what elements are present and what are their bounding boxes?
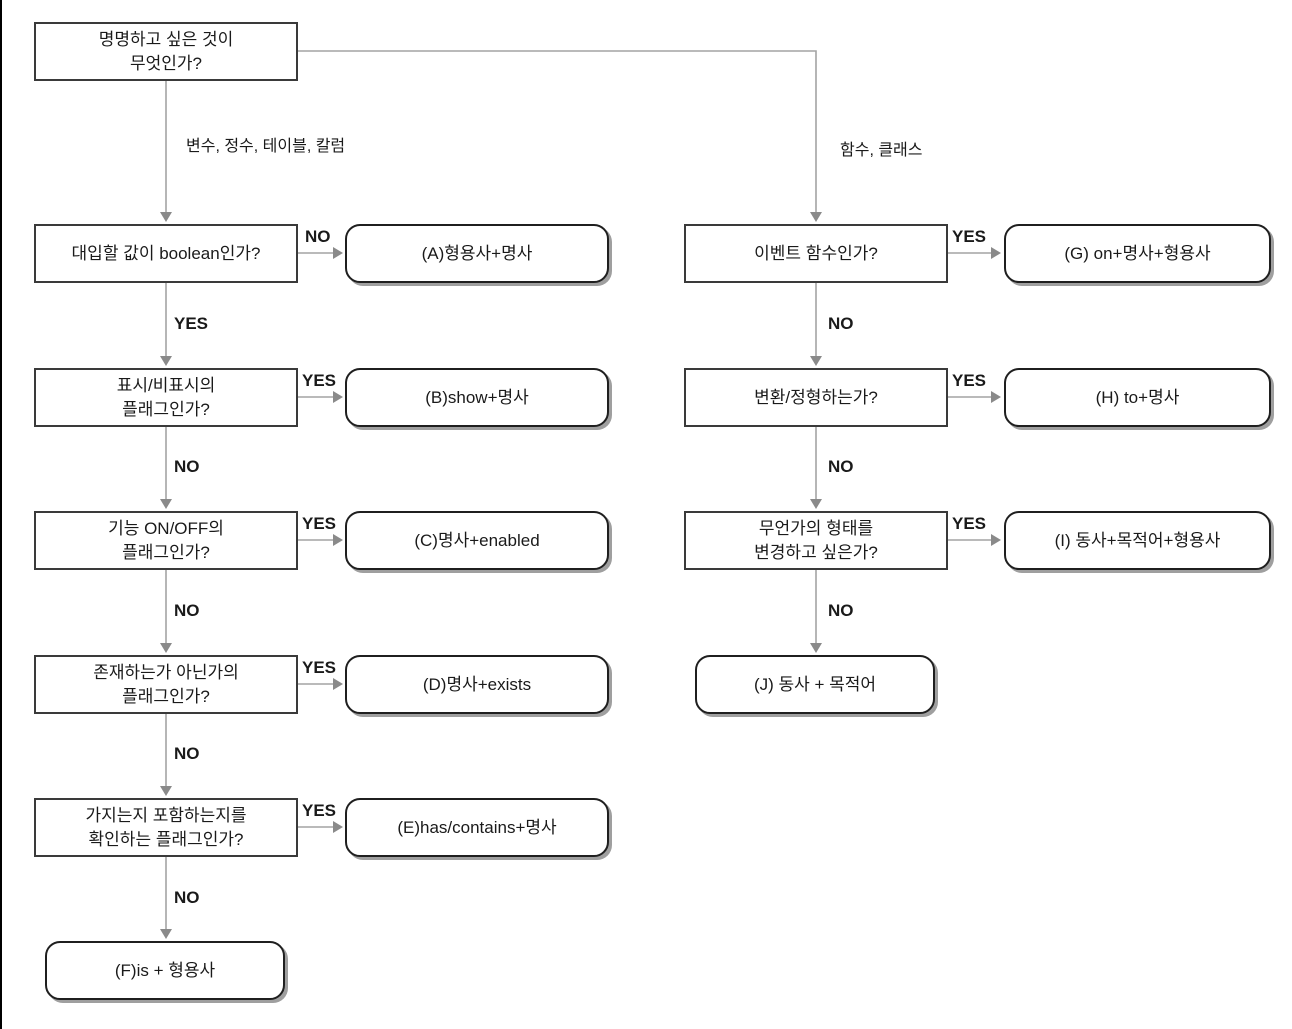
result-c: (C)명사+enabled (345, 511, 609, 570)
result-g: (G) on+명사+형용사 (1004, 224, 1271, 283)
edge-label-yes: YES (302, 801, 337, 820)
edge-label-no: NO (174, 744, 200, 763)
edge-label-yes: YES (302, 371, 337, 390)
decision-onoff-flag: 기능 ON/OFF의 플래그인가? (34, 511, 298, 570)
decision-show-flag: 표시/비표시의 플래그인가? (34, 368, 298, 427)
edge-label-no: NO (828, 314, 854, 333)
edge-label-no: NO (174, 888, 200, 907)
result-b: (B)show+명사 (345, 368, 609, 427)
result-j: (J) 동사 + 목적어 (695, 655, 935, 714)
decision-has-contains-flag: 가지는지 포함하는지를 확인하는 플래그인가? (34, 798, 298, 857)
decision-event-function: 이벤트 함수인가? (684, 224, 948, 283)
decision-root: 명명하고 싶은 것이 무엇인가? (34, 22, 298, 81)
edge-label-yes: YES (952, 227, 987, 246)
edge-label-yes: YES (174, 314, 209, 333)
edge-label-yes: YES (302, 514, 337, 533)
branch-label-right: 함수, 클래스 (840, 142, 923, 159)
decision-change-shape: 무언가의 형태를 변경하고 싶은가? (684, 511, 948, 570)
edge-label-yes: YES (952, 371, 987, 390)
result-h: (H) to+명사 (1004, 368, 1271, 427)
result-i: (I) 동사+목적어+형용사 (1004, 511, 1271, 570)
decision-boolean: 대입할 값이 boolean인가? (34, 224, 298, 283)
edge-label-no: NO (828, 457, 854, 476)
edge-label-no: NO (174, 457, 200, 476)
decision-convert: 변환/정형하는가? (684, 368, 948, 427)
result-d: (D)명사+exists (345, 655, 609, 714)
result-e: (E)has/contains+명사 (345, 798, 609, 857)
result-a: (A)형용사+명사 (345, 224, 609, 283)
edge-label-yes: YES (302, 658, 337, 677)
edge-label-no: NO (828, 601, 854, 620)
edge-label-no: NO (305, 227, 331, 246)
branch-label-left: 변수, 정수, 테이블, 칼럼 (186, 138, 346, 155)
decision-exists-flag: 존재하는가 아닌가의 플래그인가? (34, 655, 298, 714)
edge-label-no: NO (174, 601, 200, 620)
result-f: (F)is + 형용사 (45, 941, 285, 1000)
edge-label-yes: YES (952, 514, 987, 533)
